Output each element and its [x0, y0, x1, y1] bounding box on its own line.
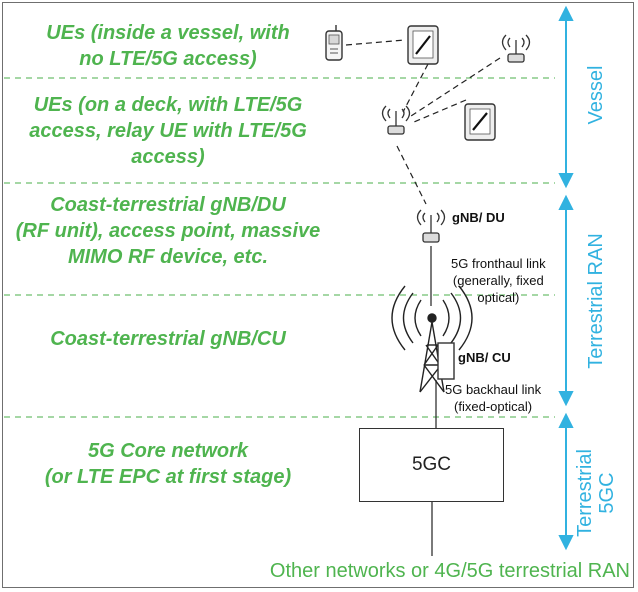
gnb-cu-label: gNB/ CU [458, 350, 511, 365]
zone-label-core: 5G Core network (or LTE EPC at first sta… [8, 438, 328, 490]
vessel-range-arrow [558, 5, 574, 189]
gnb-du-icon [416, 209, 446, 243]
wireless-link-relay-du [396, 145, 427, 205]
backhaul-line-2: (fixed-optical) [454, 399, 533, 414]
zone-label-gnb-cu: Coast-terrestrial gNB/CU [8, 326, 328, 352]
zone-label-line: Coast-terrestrial gNB/CU [50, 328, 286, 350]
zone-label-vessel-deck: UEs (on a deck, with LTE/5G access, rela… [8, 92, 328, 170]
tablet-icon-deck [464, 103, 496, 141]
zone-label-line: Coast-terrestrial gNB/DU [50, 194, 286, 216]
zone-label-line: access) [131, 146, 205, 168]
wireless-link-phone-tablet [345, 39, 406, 46]
zone-label-gnb-du: Coast-terrestrial gNB/DU (RF unit), acce… [8, 192, 328, 270]
side-label-5gc-line-1: Terrestrial [574, 449, 596, 537]
tablet-icon [407, 25, 439, 65]
side-label-vessel: Vessel [585, 65, 607, 125]
side-label-terrestrial-5gc: Terrestrial 5GC [574, 443, 618, 543]
side-label-terrestrial-ran: Terrestrial RAN [585, 233, 607, 369]
terrestrial-5gc-range-arrow [558, 412, 574, 551]
wired-links [430, 246, 437, 556]
backhaul-line-1: 5G backhaul link [445, 382, 542, 397]
zone-label-line: 5G Core network [87, 440, 249, 462]
zone-label-line: no LTE/5G access) [79, 48, 257, 70]
fronthaul-line-3: optical) [477, 290, 520, 305]
mobile-phone-icon [325, 25, 343, 61]
fronthaul-line-2: (generally, fixed [452, 273, 544, 288]
side-label-5gc-line-2: 5GC [596, 472, 618, 514]
zone-label-line: UEs (inside a vessel, with [46, 22, 290, 44]
fronthaul-link-label: 5G fronthaul link (generally, fixed opti… [451, 255, 546, 306]
side-arrows [558, 5, 574, 551]
zone-label-line: access, relay UE with LTE/5G [29, 120, 307, 142]
zone-label-line: MIMO RF device, etc. [67, 246, 269, 268]
zone-label-line: (RF unit), access point, massive [15, 220, 321, 242]
wireless-link-ue-relay [410, 57, 501, 117]
zone-label-line: UEs (on a deck, with LTE/5G [33, 94, 303, 116]
gnb-cu-tower-icon [391, 285, 473, 393]
zone-dividers [4, 77, 555, 418]
footer-label: Other networks or 4G/5G terrestrial RAN [269, 560, 630, 582]
fronthaul-line-1: 5G fronthaul link [451, 256, 546, 271]
zone-label-line: (or LTE EPC at first stage) [44, 466, 292, 488]
wireless-ue-icon-top [501, 34, 531, 63]
relay-ue-icon [381, 105, 411, 135]
wireless-links [345, 39, 501, 205]
core-network-label: 5GC [411, 454, 452, 475]
terrestrial-ran-range-arrow [558, 194, 574, 407]
core-network-box: 5GC [359, 428, 504, 502]
wireless-link-tablet-relay [402, 63, 429, 113]
backhaul-link-label: 5G backhaul link (fixed-optical) [445, 381, 541, 415]
gnb-du-label: gNB/ DU [452, 210, 505, 225]
wireless-link-tablet2-relay [413, 99, 467, 123]
zone-label-vessel-inside: UEs (inside a vessel, with no LTE/5G acc… [8, 20, 328, 72]
